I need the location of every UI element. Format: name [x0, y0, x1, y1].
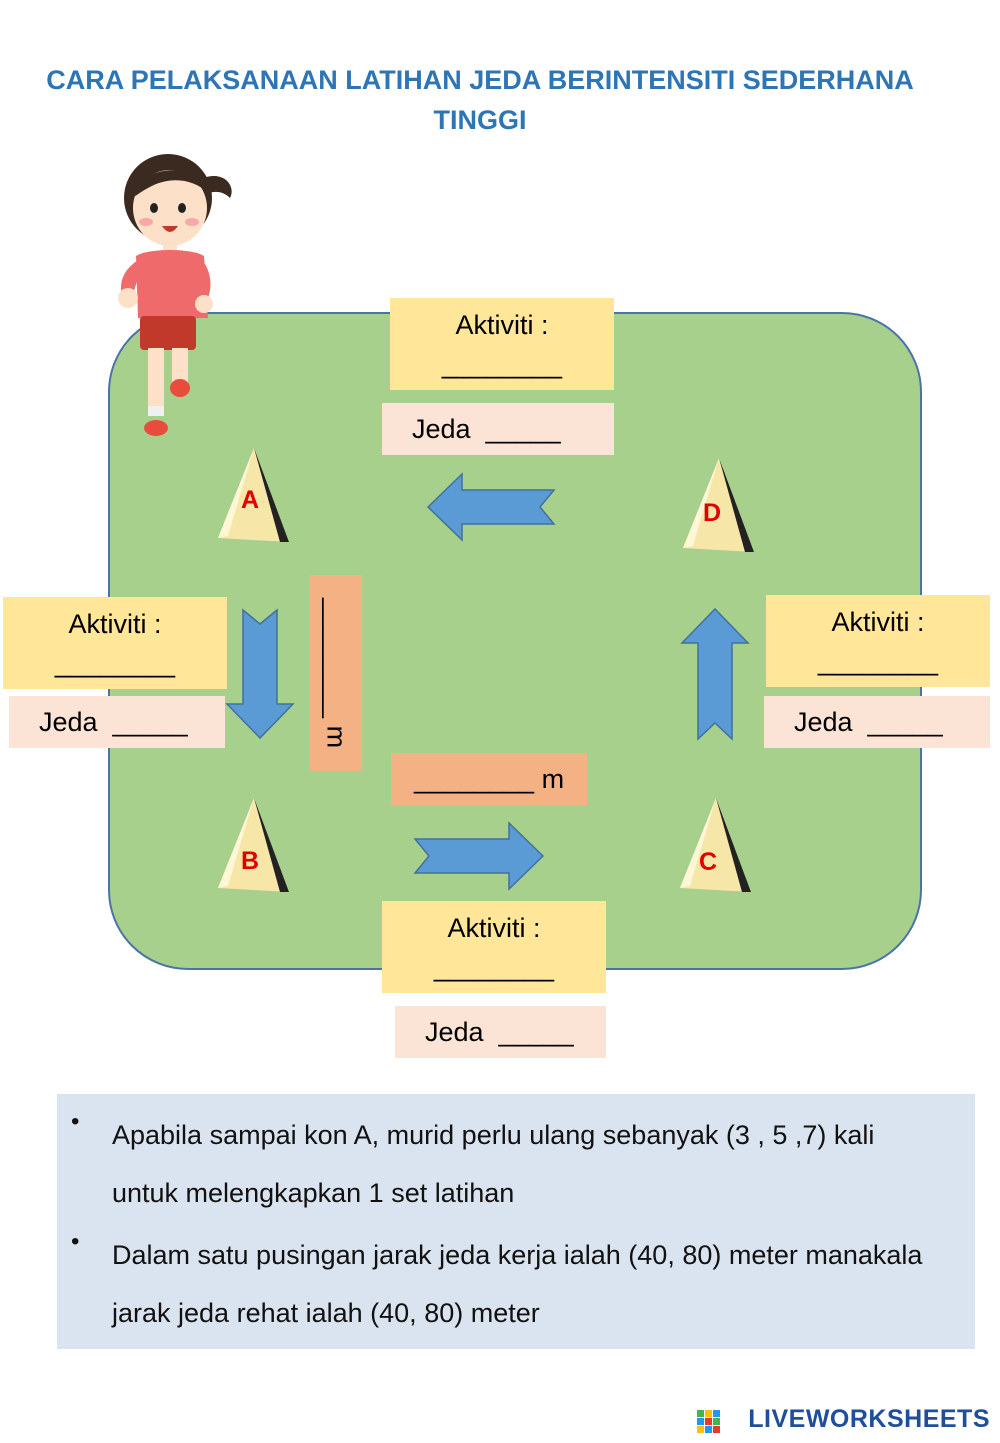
- jeda-box-top[interactable]: Jeda _____: [382, 403, 614, 455]
- cone-icon: [214, 796, 294, 896]
- activity-answer-blank[interactable]: ________: [441, 349, 563, 379]
- notes-panel: • Apabila sampai kon A, murid perlu ulan…: [57, 1094, 975, 1349]
- activity-answer-blank[interactable]: ________: [433, 952, 555, 982]
- activity-box-top: Aktiviti : ________: [390, 298, 614, 390]
- distance-box-horizontal[interactable]: ________ m: [391, 753, 587, 805]
- activity-box-bottom: Aktiviti : ________: [382, 901, 606, 993]
- liveworksheets-logo-text[interactable]: LIVEWORKSHEETS: [748, 1405, 990, 1433]
- cone-icon: [676, 796, 756, 896]
- cone-label-c: C: [699, 848, 718, 876]
- arrow-up-icon: [680, 607, 750, 741]
- title-line-2: TINGGI: [433, 105, 527, 135]
- jeda-box-right[interactable]: Jeda _____: [764, 696, 990, 748]
- note-2: Dalam satu pusingan jarak jeda kerja ial…: [112, 1240, 923, 1328]
- activity-label: Aktiviti :: [831, 607, 925, 637]
- bullet: •: [71, 1228, 80, 1255]
- jeda-box-left[interactable]: Jeda _____: [9, 696, 225, 748]
- activity-box-right: Aktiviti : ________: [766, 595, 990, 687]
- runner-girl-icon: [108, 148, 243, 440]
- distance-vertical-text[interactable]: ________ m: [321, 597, 352, 749]
- arrow-right-icon: [413, 821, 545, 891]
- liveworksheets-logo-icon: [697, 1410, 721, 1434]
- activity-answer-blank[interactable]: ________: [54, 648, 176, 678]
- activity-label: Aktiviti :: [455, 310, 549, 340]
- arrow-down-icon: [225, 608, 295, 740]
- cone-icon: [214, 446, 294, 546]
- title-line-1: CARA PELAKSANAAN LATIHAN JEDA BERINTENSI…: [46, 65, 914, 95]
- cone-label-a: A: [241, 486, 260, 514]
- activity-box-left: Aktiviti : ________: [3, 597, 227, 689]
- distance-box-vertical: ________ m: [310, 575, 362, 771]
- page-title: CARA PELAKSANAAN LATIHAN JEDA BERINTENSI…: [30, 60, 930, 140]
- bullet: •: [71, 1108, 80, 1135]
- jeda-box-bottom[interactable]: Jeda _____: [395, 1006, 606, 1058]
- cone-label-b: B: [241, 847, 260, 875]
- cone-label-d: D: [703, 499, 722, 527]
- cone-icon: [679, 456, 759, 556]
- activity-label: Aktiviti :: [447, 913, 541, 943]
- activity-label: Aktiviti :: [68, 609, 162, 639]
- activity-answer-blank[interactable]: ________: [817, 646, 939, 676]
- note-1: Apabila sampai kon A, murid perlu ulang …: [112, 1120, 875, 1208]
- arrow-left-icon: [426, 472, 556, 542]
